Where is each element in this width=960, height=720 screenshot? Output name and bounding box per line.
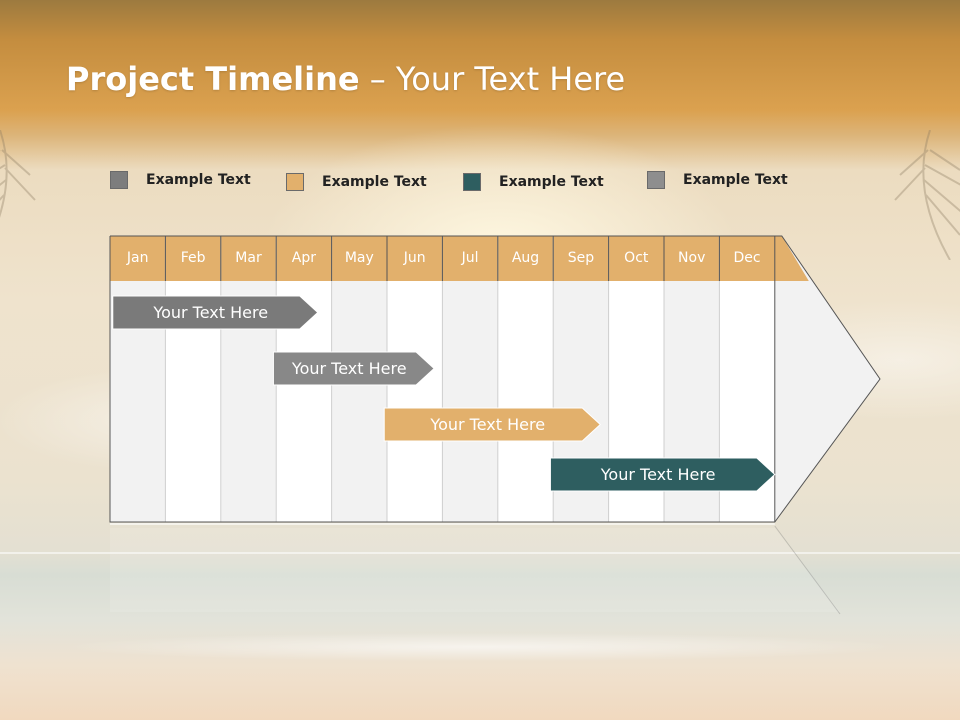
task-label-2: Your Text Here [291, 359, 407, 378]
title-rest: – Your Text Here [359, 60, 626, 98]
month-header-dec [719, 236, 775, 281]
month-column-jun [387, 281, 443, 522]
task-arrow-1 [112, 295, 319, 330]
month-header-mar [220, 236, 277, 281]
month-header-may [331, 236, 387, 281]
month-header-jun [387, 236, 443, 281]
month-label-dec: Dec [733, 250, 761, 266]
legend-swatch-1 [110, 171, 128, 189]
month-label-nov: Nov [678, 250, 706, 266]
month-label-oct: Oct [624, 250, 649, 266]
month-header-sep [553, 236, 609, 281]
month-label-jan: Jan [126, 250, 149, 266]
month-label-mar: Mar [235, 250, 262, 266]
legend-swatch-4 [647, 171, 665, 189]
legend-label-3: Example Text [499, 174, 604, 190]
title-bold: Project Timeline [66, 60, 360, 98]
arrow-head [774, 236, 880, 522]
task-label-4: Your Text Here [600, 465, 716, 484]
palm-leaf-left [0, 130, 36, 218]
legend-swatch-3 [463, 173, 481, 191]
legend-swatch-2 [286, 173, 304, 191]
month-column-jul [442, 281, 498, 522]
month-label-may: May [344, 250, 374, 266]
month-header-nov [664, 236, 720, 281]
legend-label-2: Example Text [322, 174, 427, 190]
month-header-aug [497, 236, 554, 281]
task-arrow-4 [549, 457, 776, 492]
month-header-jan [110, 236, 166, 281]
month-label-sep: Sep [567, 250, 595, 266]
page-title: Project Timeline – Your Text Here [66, 60, 625, 98]
month-column-aug [497, 281, 554, 522]
month-column-may [331, 281, 387, 522]
legend-label-4: Example Text [683, 172, 788, 188]
timeline-reflection [110, 528, 840, 612]
reflection-edge [774, 525, 841, 615]
legend-label-1: Example Text [146, 172, 251, 188]
task-label-3: Your Text Here [430, 415, 546, 434]
month-label-apr: Apr [291, 250, 316, 266]
month-header-oct [608, 236, 664, 281]
month-header-apr [276, 236, 332, 281]
month-header-jul [442, 236, 498, 281]
month-label-feb: Feb [180, 250, 206, 266]
month-label-aug: Aug [511, 250, 540, 266]
wave-foam [0, 628, 960, 666]
task-arrow-2 [272, 351, 435, 386]
task-arrow-3 [383, 407, 602, 442]
palm-leaf-right [894, 130, 960, 260]
task-label-1: Your Text Here [153, 303, 269, 322]
month-label-jun: Jun [403, 250, 426, 266]
horizon-line [0, 552, 960, 554]
arrow-head-header [774, 236, 809, 281]
month-label-jul: Jul [461, 250, 479, 266]
month-header-feb [165, 236, 221, 281]
